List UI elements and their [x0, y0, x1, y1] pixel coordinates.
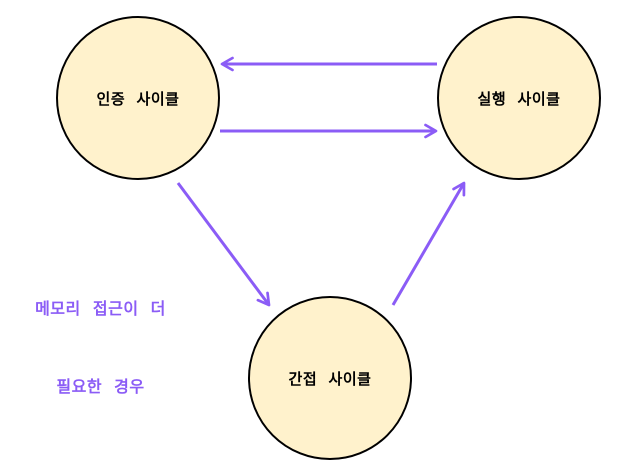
- condition-line-2: 필요한 경우: [56, 377, 145, 396]
- arrow-indirect-to-exec: [391, 181, 466, 306]
- exec-cycle-node: 실행 사이클: [437, 16, 601, 180]
- indirect-cycle-label: 간접 사이클: [288, 369, 372, 388]
- auth-cycle-label: 인증 사이클: [96, 89, 180, 108]
- condition-line-1: 메모리 접근이 더: [35, 299, 166, 318]
- memory-access-condition: 메모리 접근이 더 필요한 경우: [8, 244, 193, 426]
- exec-cycle-label: 실행 사이클: [477, 89, 561, 108]
- arrow-auth-to-indirect: [176, 182, 271, 307]
- indirect-cycle-node: 간접 사이클: [248, 296, 412, 460]
- auth-cycle-node: 인증 사이클: [56, 16, 220, 180]
